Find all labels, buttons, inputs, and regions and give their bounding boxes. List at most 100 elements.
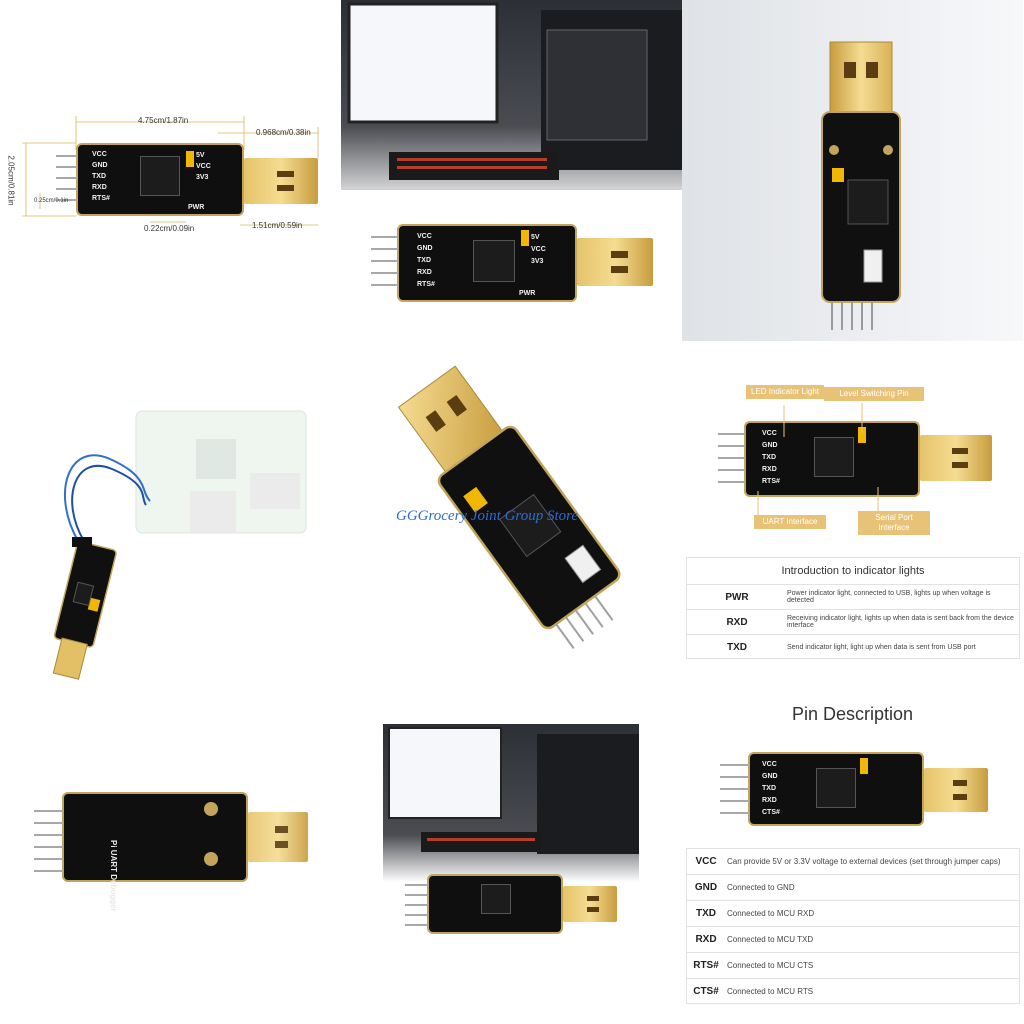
jumper-cap [521, 230, 529, 246]
row-key: TXD [727, 641, 747, 653]
indicator-panel: VCC GND TXD RXD RTS# LED Indicator Light… [682, 341, 1023, 682]
row-desc: Send indicator light, light up when data… [787, 643, 976, 651]
pin-label-rxd: RXD [762, 797, 777, 804]
chip [473, 240, 515, 282]
dimension-length: 4.75cm/1.87in [138, 116, 189, 125]
row-desc: Connected to MCU RTS [727, 987, 814, 996]
callout-serial: Serial Port Interface [858, 511, 930, 535]
row-key: TXD [696, 908, 716, 919]
row-desc: Connected to MCU RXD [727, 909, 815, 918]
chip [140, 156, 180, 196]
pin-label-rxd: RXD [92, 184, 107, 191]
row-desc: Receiving indicator light, lights up whe… [787, 615, 1014, 629]
pin-label-rts: RTS# [92, 195, 110, 202]
desk-scene-photo: VCC GND TXD RXD RTS# 5V VCC 3V3 PWR [341, 0, 682, 341]
row-key: CTS# [693, 986, 719, 997]
usb-plug [563, 886, 617, 922]
callout-led: LED Indicator Light [746, 385, 824, 399]
table-row: VCC Can provide 5V or 3.3V voltage to ex… [687, 848, 1019, 874]
pin-label-cts: CTS# [762, 809, 780, 816]
indicator-table: Introduction to indicator lights PWR Pow… [686, 557, 1020, 659]
pin-description-panel: VCC GND TXD RXD CTS# VCC Can provide 5V … [682, 682, 1023, 1023]
back-label: Pi UART Debugger [109, 840, 118, 912]
dimension-plug: 1.51cm/0.59in [252, 221, 303, 230]
pi-connection [52, 410, 307, 680]
usb-plug [244, 158, 318, 204]
row-key: RXD [726, 616, 748, 628]
upright-board [682, 0, 1023, 341]
connected-to-raspberry-pi-photo [0, 341, 341, 682]
callout-level: Level Switching Pin [824, 387, 924, 401]
isometric-board [397, 365, 621, 649]
mark-vcc: VCC [196, 163, 211, 170]
mark-pwr: PWR [188, 204, 205, 211]
isometric-board-photo [341, 341, 682, 682]
store-watermark: GGGrocery Joint Group Store [396, 508, 579, 524]
pin-label-rts: RTS# [762, 478, 780, 485]
row-key: GND [694, 882, 718, 893]
chip [814, 437, 854, 477]
usb-plug [924, 768, 988, 812]
row-key: RXD [695, 934, 717, 945]
row-desc: Connected to GND [727, 883, 795, 892]
table-row: RXD Connected to MCU TXD [687, 926, 1019, 952]
table-row: TXD Send indicator light, light up when … [687, 634, 1019, 659]
pin-label-vcc: VCC [762, 430, 777, 437]
table-row: RXD Receiving indicator light, lights up… [687, 609, 1019, 634]
jumper-cap [860, 758, 868, 774]
mark-3v3: 3V3 [531, 258, 544, 265]
chip [816, 768, 856, 808]
table-row: RTS# Connected to MCU CTS [687, 952, 1019, 978]
mark-pwr: PWR [519, 290, 536, 297]
jumper-cap [858, 427, 866, 443]
pin-label-gnd: GND [762, 773, 778, 780]
dimension-usb-width: 0.968cm/0.38in [256, 128, 311, 137]
pin-label-vcc: VCC [762, 761, 777, 768]
row-desc: Can provide 5V or 3.3V voltage to extern… [727, 857, 1001, 866]
pin-label-vcc: VCC [92, 151, 107, 158]
row-desc: Connected to MCU TXD [727, 935, 814, 944]
pin-label-gnd: GND [417, 245, 433, 252]
upright-board-photo [682, 0, 1023, 341]
table-row: TXD Connected to MCU RXD [687, 900, 1019, 926]
pin-label-gnd: GND [762, 442, 778, 449]
callout-lines [757, 403, 879, 519]
dimension-lines [22, 116, 319, 226]
row-key: PWR [725, 591, 749, 603]
row-desc: Power indicator light, connected to USB,… [787, 590, 991, 604]
pin-label-txd: TXD [92, 173, 106, 180]
row-key: RTS# [693, 960, 719, 971]
chip [481, 884, 511, 914]
jumper-cap [186, 151, 194, 167]
pin-label-vcc: VCC [417, 233, 432, 240]
indicator-table-title: Introduction to indicator lights [781, 565, 925, 577]
desk-scene-photo-2 [341, 682, 682, 1023]
callout-uart: UART Interface [754, 515, 826, 529]
table-row: CTS# Connected to MCU RTS [687, 978, 1019, 1004]
mark-5v: 5V [196, 152, 205, 159]
pin-label-txd: TXD [762, 454, 776, 461]
mark-3v3: 3V3 [196, 174, 209, 181]
pin-label-gnd: GND [92, 162, 108, 169]
mark-5v: 5V [531, 234, 540, 241]
pin-label-rxd: RXD [417, 269, 432, 276]
desk-scene [341, 0, 682, 341]
mark-vcc: VCC [531, 246, 546, 253]
dimension-height: 2.05cm/0.81in [6, 155, 16, 206]
row-desc: Connected to MCU CTS [727, 961, 814, 970]
dimension-drawing-panel: VCC GND TXD RXD RTS# 5V VCC 3V3 PWR 4.75… [0, 0, 341, 341]
board-back-photo: Pi UART Debugger [0, 682, 341, 1023]
pin-label-txd: TXD [762, 785, 776, 792]
pin-label-rxd: RXD [762, 466, 777, 473]
table-row: PWR Power indicator light, connected to … [687, 584, 1019, 609]
usb-plug [920, 435, 992, 481]
table-row: GND Connected to GND [687, 874, 1019, 900]
board-back [62, 792, 248, 882]
desk-scene-2 [383, 724, 639, 882]
dimension-hole: 0.22cm/0.09in [144, 224, 195, 233]
usb-plug [577, 238, 653, 286]
row-key: VCC [695, 856, 717, 867]
pin-label-txd: TXD [417, 257, 431, 264]
pin-description-table: VCC Can provide 5V or 3.3V voltage to ex… [686, 848, 1020, 1004]
pin-description-title: Pin Description [791, 704, 914, 724]
